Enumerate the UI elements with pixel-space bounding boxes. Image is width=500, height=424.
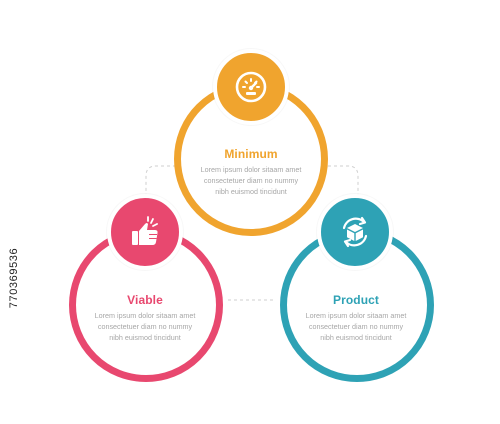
product-description: Lorem ipsum dolor sitaam amet consectetu… xyxy=(266,310,446,343)
minimum-text-line-3: nibh euismod tincidunt xyxy=(215,187,287,196)
minimum-icon-badge xyxy=(213,49,289,125)
minimum-title: Minimum xyxy=(224,147,278,161)
viable-text-line-1: Lorem ipsum dolor sitaam amet xyxy=(94,311,196,320)
product-text-line-2: consectetuer diam no nummy xyxy=(308,322,404,331)
thumbs-up-icon xyxy=(132,216,158,245)
connector-minimum-viable xyxy=(145,165,176,196)
connector-minimum-product xyxy=(328,165,359,196)
minimum-text-line-2: consectetuer diam no nummy xyxy=(203,176,299,185)
minimum-description: Lorem ipsum dolor sitaam amet consectetu… xyxy=(161,164,341,197)
product-text-line-1: Lorem ipsum dolor sitaam amet xyxy=(305,311,407,320)
viable-title: Viable xyxy=(127,293,163,307)
viable-text-line-2: consectetuer diam no nummy xyxy=(97,322,193,331)
viable-description: Lorem ipsum dolor sitaam amet consectetu… xyxy=(55,310,235,343)
minimum-text-line-1: Lorem ipsum dolor sitaam amet xyxy=(200,165,302,174)
speedometer-icon xyxy=(235,71,267,103)
product-icon-badge xyxy=(317,194,393,270)
product-text-line-3: nibh euismod tincidunt xyxy=(320,333,392,342)
stock-id-label: 770369536 xyxy=(8,247,20,309)
product-title: Product xyxy=(332,293,380,307)
viable-text-line-3: nibh euismod tincidunt xyxy=(109,333,181,342)
viable-icon-badge xyxy=(107,194,183,270)
box-refresh-icon xyxy=(342,216,368,248)
